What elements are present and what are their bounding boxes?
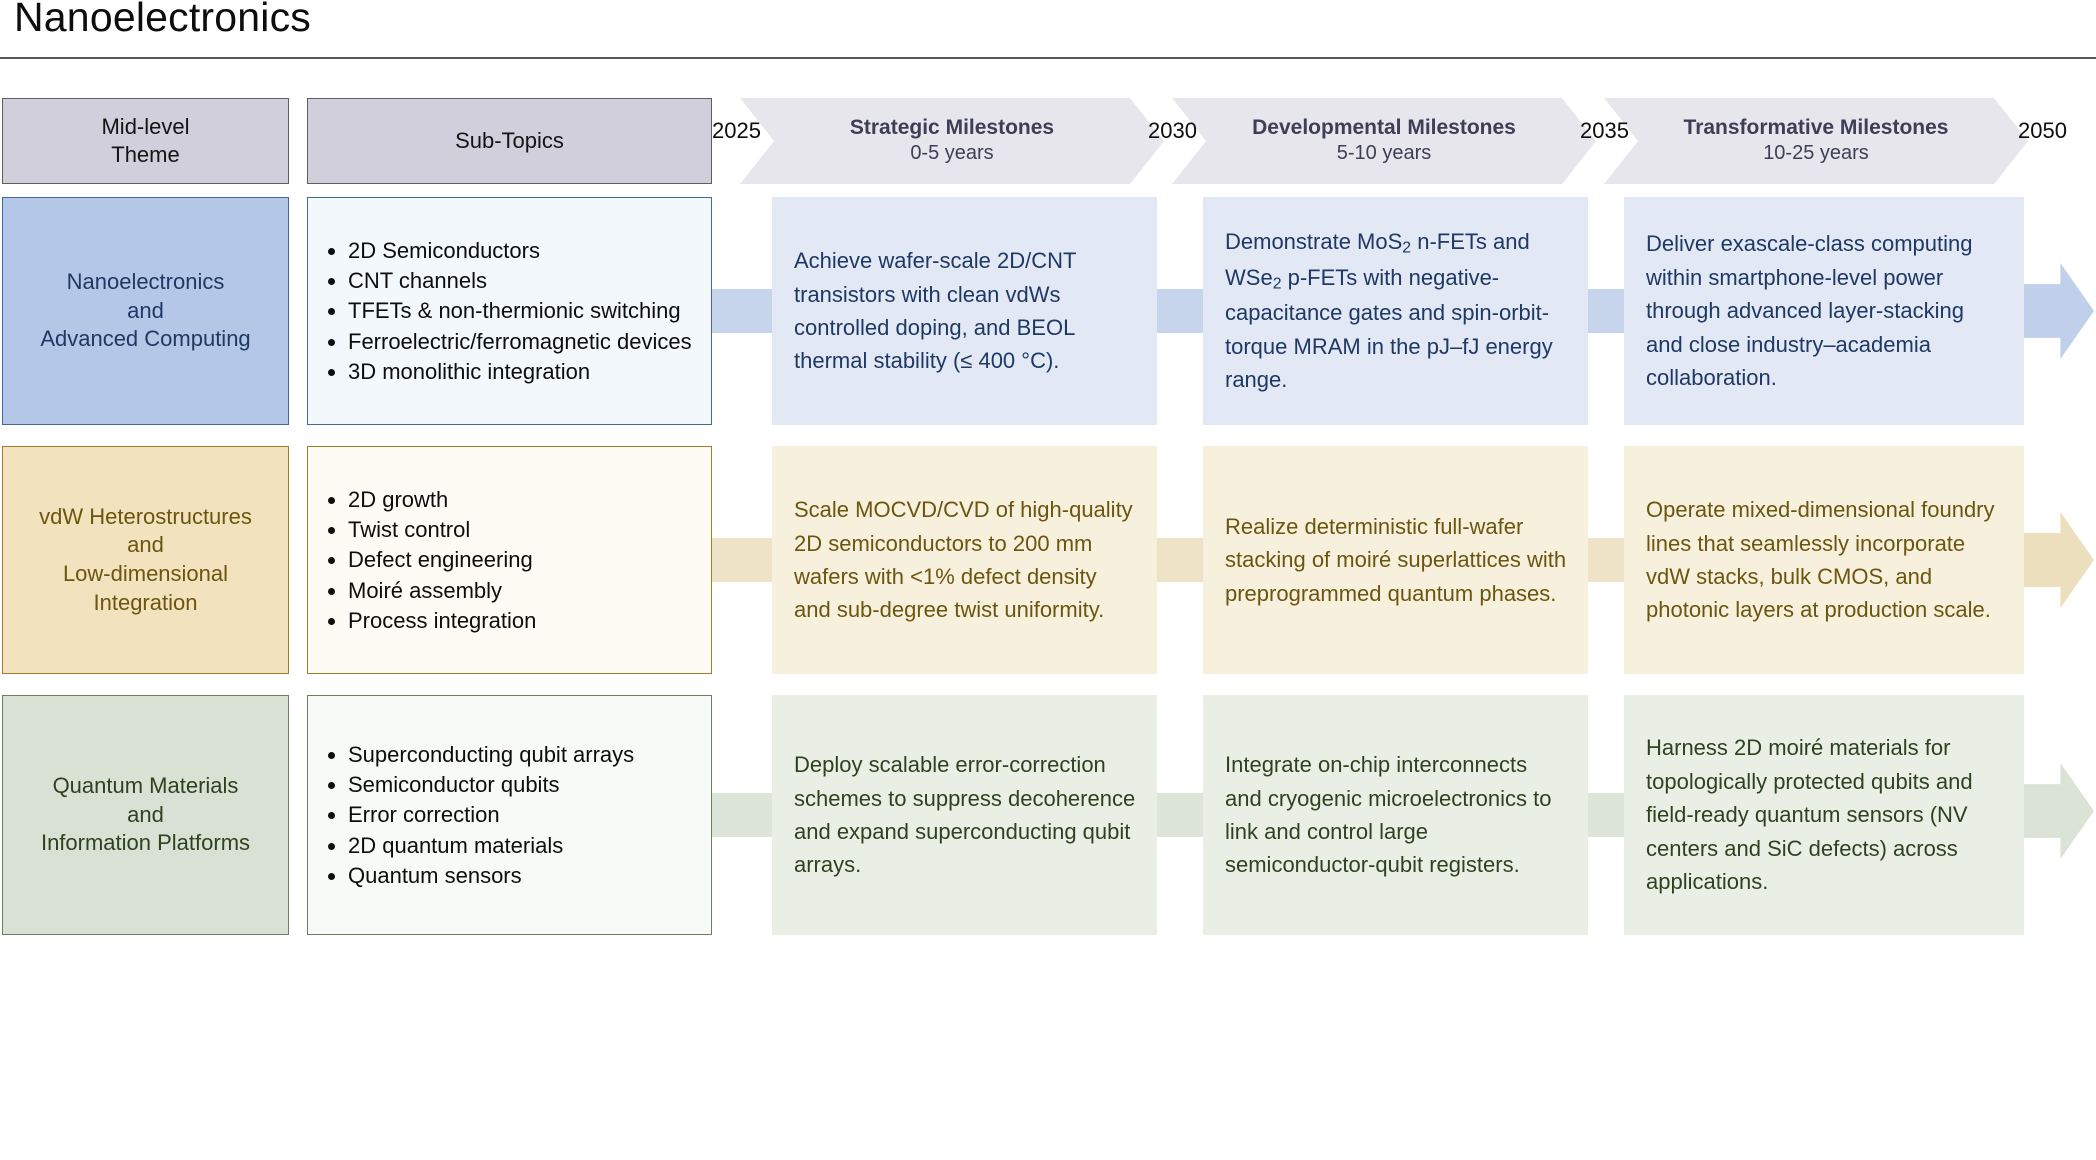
- phase-title: Developmental Milestones: [1252, 116, 1516, 140]
- phase-subtitle: 10-25 years: [1763, 142, 1869, 165]
- header-sub-topics-label: Sub-Topics: [455, 128, 564, 154]
- sub-topic-item: Quantum sensors: [348, 861, 634, 890]
- timeline-connector: [1155, 289, 1205, 333]
- sub-topics-list: 2D growthTwist controlDefect engineering…: [314, 484, 536, 635]
- sub-topic-item: Twist control: [348, 515, 536, 544]
- milestone-cell[interactable]: Integrate on-chip interconnects and cryo…: [1203, 695, 1588, 935]
- year-label-2025: 2025: [712, 118, 761, 143]
- milestone-cell[interactable]: Achieve wafer-scale 2D/CNT transistors w…: [772, 197, 1157, 425]
- milestone-cell[interactable]: Demonstrate MoS2 n-FETs and WSe2 p-FETs …: [1203, 197, 1588, 425]
- phase-subtitle: 0-5 years: [910, 142, 994, 165]
- milestone-text: Demonstrate MoS2 n-FETs and WSe2 p-FETs …: [1225, 229, 1553, 393]
- year-label-2050: 2050: [2018, 118, 2067, 143]
- milestone-cell[interactable]: Deploy scalable error-correction schemes…: [772, 695, 1157, 935]
- milestone-text: Scale MOCVD/CVD of high-quality 2D semic…: [794, 497, 1133, 623]
- sub-topic-item: Ferroelectric/ferromagnetic devices: [348, 327, 692, 356]
- milestone-cell[interactable]: Scale MOCVD/CVD of high-quality 2D semic…: [772, 446, 1157, 674]
- milestone-cell[interactable]: Realize deterministic full-wafer stackin…: [1203, 446, 1588, 674]
- sub-topic-item: TFETs & non-thermionic switching: [348, 296, 692, 325]
- phase-title: Transformative Milestones: [1683, 116, 1949, 140]
- sub-topics-list: Superconducting qubit arraysSemiconducto…: [314, 739, 634, 890]
- timeline-connector: [1586, 793, 1626, 837]
- milestone-cell[interactable]: Harness 2D moiré materials for topologic…: [1624, 695, 2024, 935]
- sub-topics-list: 2D SemiconductorsCNT channelsTFETs & non…: [314, 235, 692, 386]
- sub-topic-item: Error correction: [348, 800, 634, 829]
- milestone-text: Deploy scalable error-correction schemes…: [794, 752, 1136, 878]
- phase-subtitle: 5-10 years: [1336, 142, 1432, 165]
- sub-topic-item: Superconducting qubit arrays: [348, 740, 634, 769]
- timeline-arrow-head-icon: [2024, 263, 2094, 359]
- sub-topic-item: Defect engineering: [348, 545, 536, 574]
- timeline-connector: [1586, 538, 1626, 582]
- timeline-arrow-head-icon: [2024, 512, 2094, 608]
- timeline-connector: [1155, 793, 1205, 837]
- milestone-text: Harness 2D moiré materials for topologic…: [1646, 735, 1973, 895]
- sub-topics-box[interactable]: Superconducting qubit arraysSemiconducto…: [307, 695, 712, 935]
- title-divider: [0, 57, 2096, 59]
- phase-chevron-transformative: Transformative Milestones 10-25 years: [1604, 98, 2028, 184]
- sub-topics-box[interactable]: 2D growthTwist controlDefect engineering…: [307, 446, 712, 674]
- phase-chevron-developmental: Developmental Milestones 5-10 years: [1172, 98, 1596, 184]
- sub-topic-item: Semiconductor qubits: [348, 770, 634, 799]
- timeline-connector: [1586, 289, 1626, 333]
- sub-topic-item: Moiré assembly: [348, 576, 536, 605]
- page-title: Nanoelectronics: [14, 0, 311, 40]
- timeline-arrow-head-icon: [2024, 763, 2094, 859]
- milestone-text: Achieve wafer-scale 2D/CNT transistors w…: [794, 248, 1077, 374]
- milestone-text: Realize deterministic full-wafer stackin…: [1225, 513, 1567, 606]
- year-label-2035: 2035: [1580, 118, 1629, 143]
- phase-title: Strategic Milestones: [849, 116, 1055, 140]
- milestone-cell[interactable]: Deliver exascale-class computing within …: [1624, 197, 2024, 425]
- milestone-text: Deliver exascale-class computing within …: [1646, 231, 1973, 391]
- milestone-cell[interactable]: Operate mixed-dimensional foundry lines …: [1624, 446, 2024, 674]
- year-label-2030: 2030: [1148, 118, 1197, 143]
- milestone-text: Integrate on-chip interconnects and cryo…: [1225, 752, 1552, 878]
- header-sub-topics: Sub-Topics: [307, 98, 712, 184]
- sub-topics-box[interactable]: 2D SemiconductorsCNT channelsTFETs & non…: [307, 197, 712, 425]
- sub-topic-item: Process integration: [348, 606, 536, 635]
- sub-topic-item: 3D monolithic integration: [348, 357, 692, 386]
- sub-topic-item: CNT channels: [348, 266, 692, 295]
- sub-topic-item: 2D quantum materials: [348, 831, 634, 860]
- phase-chevron-strategic: Strategic Milestones 0-5 years: [740, 98, 1164, 184]
- sub-topic-item: 2D growth: [348, 485, 536, 514]
- milestone-text: Operate mixed-dimensional foundry lines …: [1646, 497, 1995, 623]
- sub-topic-item: 2D Semiconductors: [348, 236, 692, 265]
- timeline-connector: [1155, 538, 1205, 582]
